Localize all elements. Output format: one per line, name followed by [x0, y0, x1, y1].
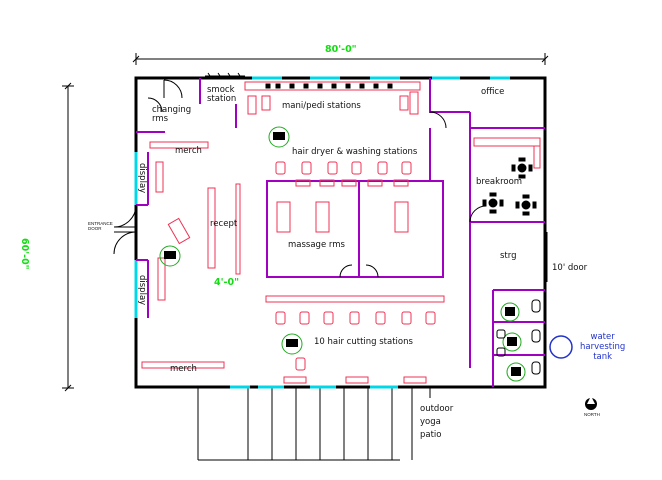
changing-rms-label: changing rms — [152, 105, 192, 124]
display-bottom-label: display — [137, 275, 147, 306]
recept-gap-label: 4'-0" — [214, 277, 240, 288]
breakroom-tables — [482, 157, 537, 216]
north-label: NORTH — [584, 412, 600, 417]
entrance-label: ENTRANCE DOOR — [88, 221, 113, 231]
water-tank-label: water harvesting tank — [580, 332, 626, 363]
door-swings — [113, 79, 548, 282]
outdoor-patio-label: outdoor yoga patio — [420, 404, 454, 440]
washing-chairs — [275, 161, 412, 187]
hair-dryer-label: hair dryer & washing stations — [292, 147, 418, 157]
bathroom-fixtures — [496, 299, 541, 375]
width-dimension-line — [132, 53, 549, 65]
smock-station-label: smock station — [207, 85, 237, 104]
smock-marks — [205, 72, 245, 80]
merch-bottom-label: merch — [170, 364, 197, 374]
furniture — [265, 83, 537, 216]
outdoor-patio-structure — [197, 387, 431, 461]
cutting-chairs — [275, 311, 436, 371]
strg-label: strg — [500, 251, 517, 261]
height-dimension-label: 60'-0" — [19, 238, 30, 270]
fixtures — [141, 81, 541, 384]
north-arrow-icon — [585, 396, 597, 410]
office-label: office — [481, 87, 505, 97]
mani-pedi-label: mani/pedi stations — [282, 101, 361, 111]
width-dimension-label: 80'-0" — [325, 44, 357, 55]
station-markers — [159, 126, 526, 382]
height-dimension-line — [62, 82, 74, 392]
display-top-label: display — [137, 163, 147, 194]
water-tank-symbol — [549, 335, 573, 359]
hair-cutting-label: 10 hair cutting stations — [314, 337, 413, 347]
breakroom-label: breakroom — [476, 177, 523, 187]
massage-rms-label: massage rms — [288, 240, 345, 250]
merch-top-label: merch — [175, 146, 202, 156]
interior-partitions — [136, 78, 545, 387]
door-10-label: 10' door — [552, 263, 588, 273]
windows — [134, 76, 510, 389]
recept-label: recept — [210, 219, 238, 229]
station-icons — [164, 132, 521, 376]
